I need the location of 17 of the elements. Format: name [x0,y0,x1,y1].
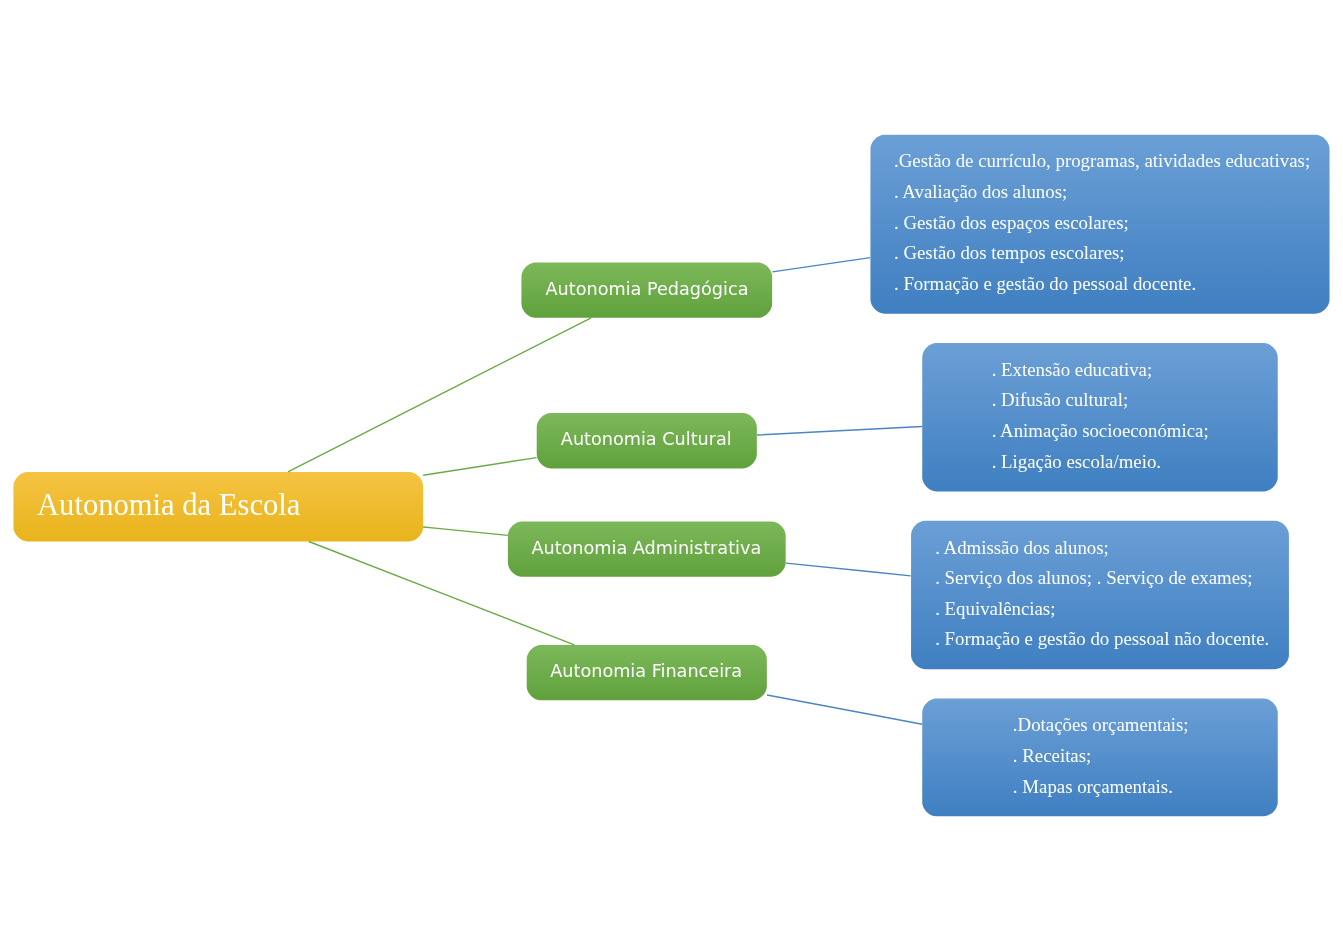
connector [766,693,923,725]
connector [422,456,538,476]
node-box: Autonomia Pedagógica [521,261,773,318]
node-box: .Gestão de currículo, programas, atividades educativas; . Avaliação dos alunos; . Gestão dos espaços escolares; . Gestão dos tempos escolares; . Formação e gestão do pessoal docente. [870,134,1330,314]
node-box: Autonomia da Escola [13,471,424,541]
connector [287,316,592,473]
node-box: .Dotações orçamentais; . Receitas; . Mapas orçamentais. [922,698,1278,816]
node-box: . Admissão dos alunos; . Serviço dos alunos; . Serviço de exames; . Equivalências; . Formação e gestão do pessoal não docente. [911,520,1289,669]
connector [756,425,923,436]
connector [771,256,871,273]
node-box: Autonomia Financeira [526,644,767,700]
node-box: . Extensão educativa; . Difusão cultural; . Animação socioeconómica; . Ligação escola/meio. [922,342,1278,491]
connector [422,525,509,536]
node-box: Autonomia Cultural [536,412,757,468]
connector [785,561,912,577]
connector [308,540,576,646]
node-box: Autonomia Administrativa [507,520,786,577]
